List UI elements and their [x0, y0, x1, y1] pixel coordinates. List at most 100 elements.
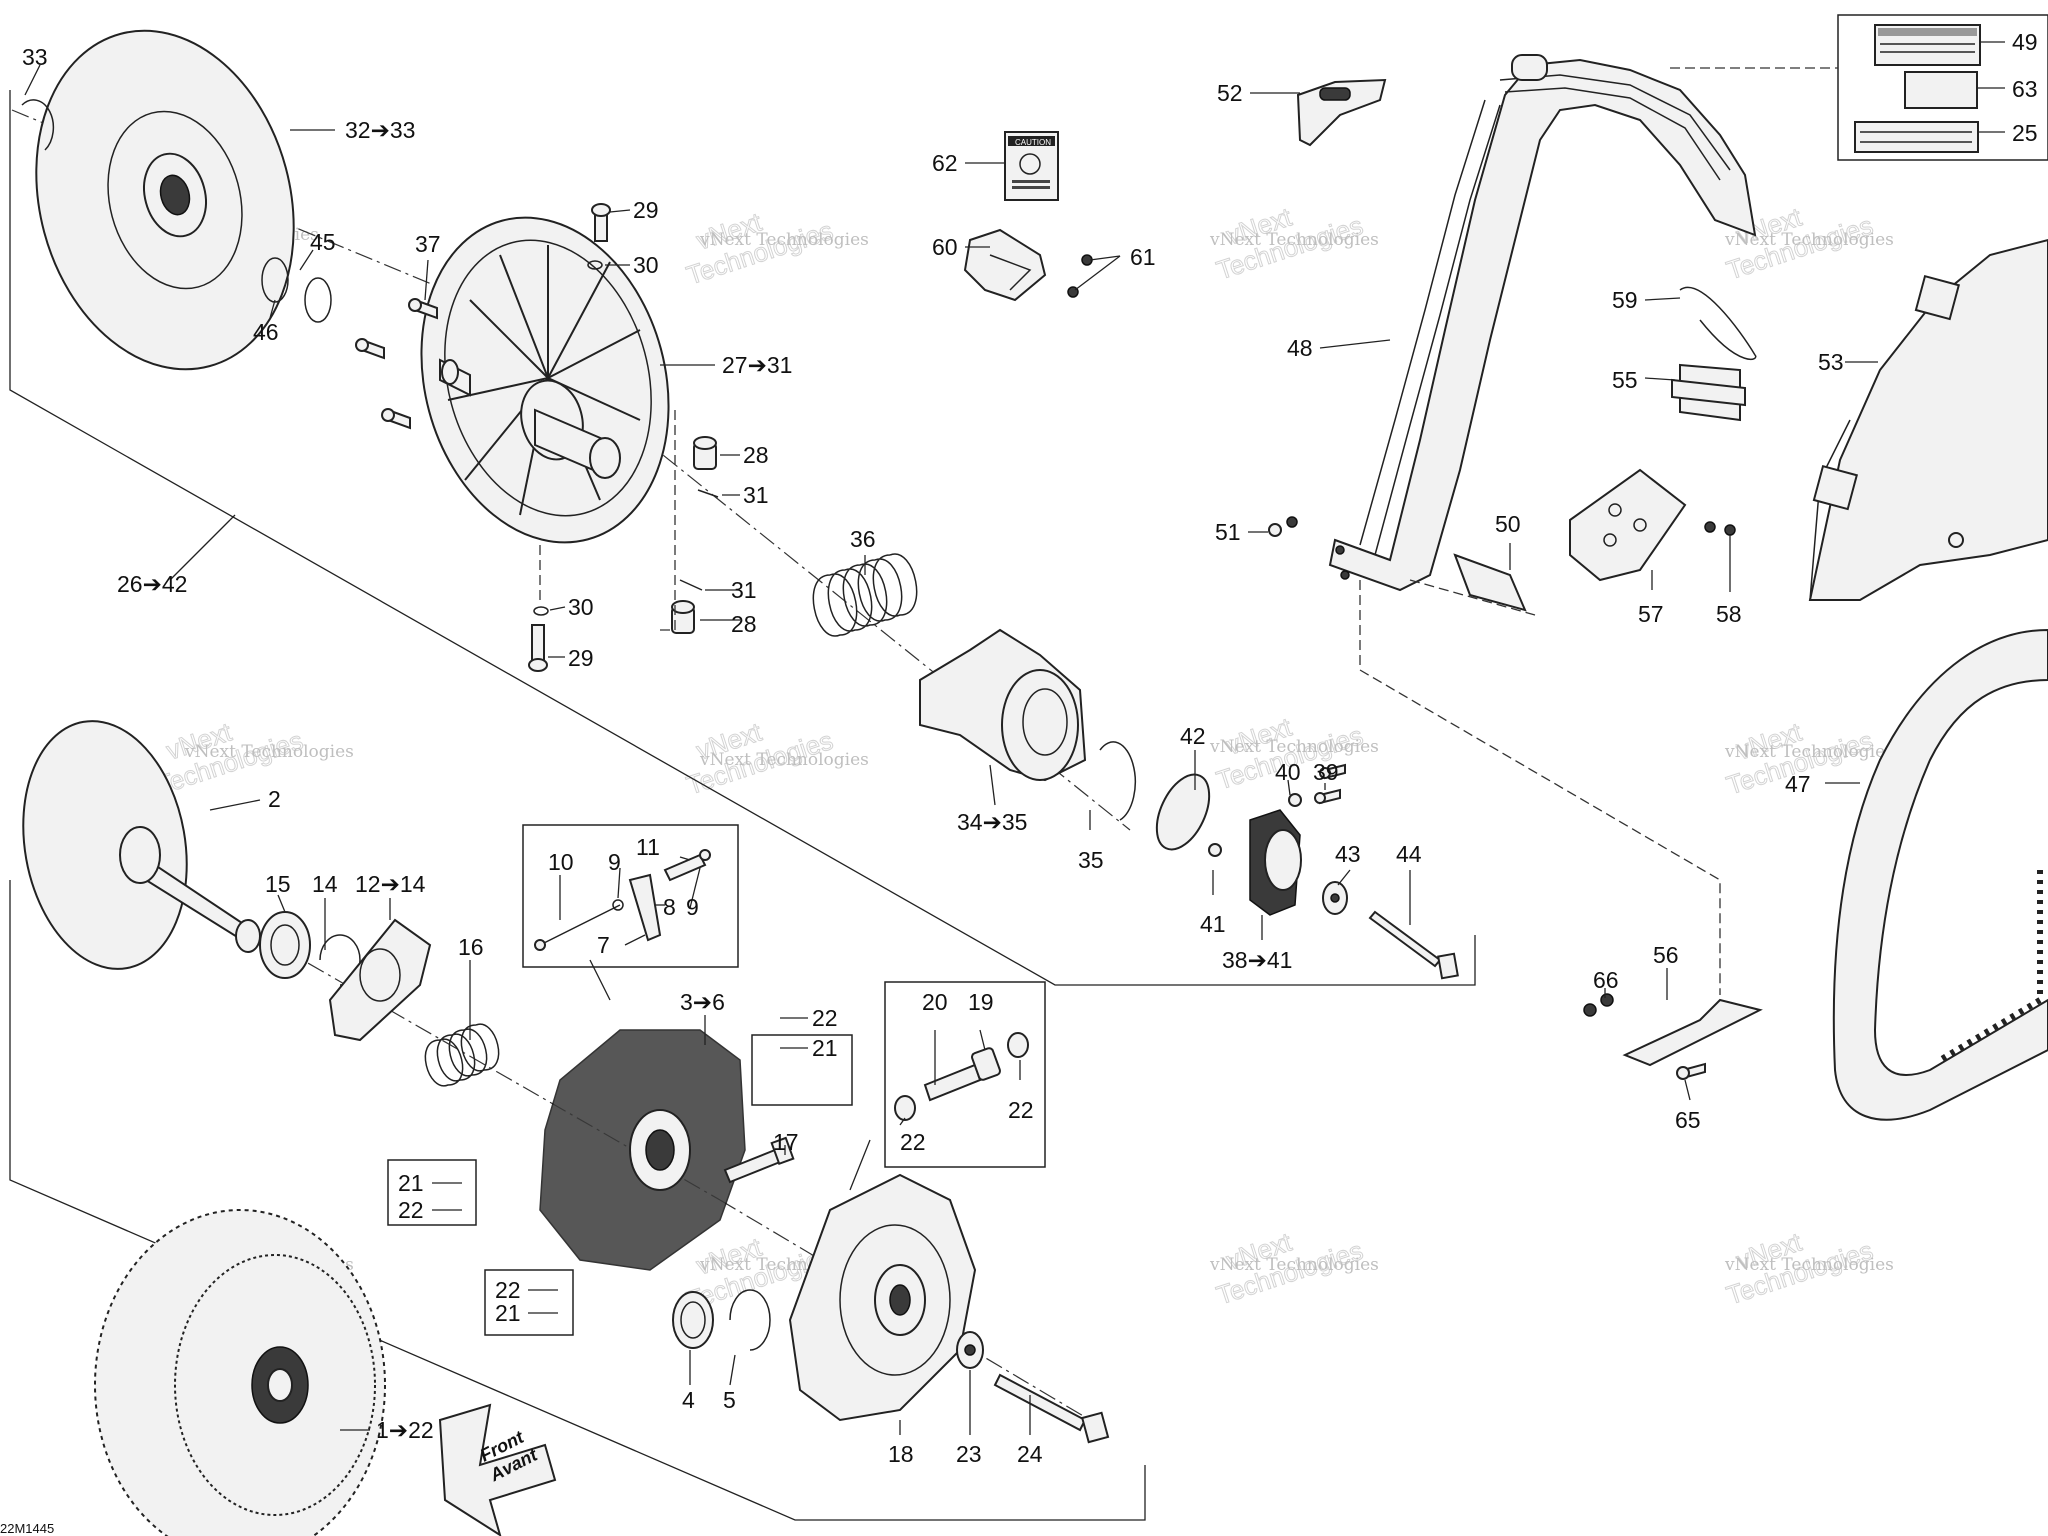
sub-box-21-22-right	[751, 1034, 853, 1106]
callout-26-42: 26➔42	[117, 571, 187, 597]
callout-12-14: 12➔14	[355, 871, 426, 897]
washer-42	[1155, 773, 1211, 851]
bolt-44	[1368, 910, 1459, 980]
callout-42: 42	[1180, 723, 1206, 749]
callout-66: 66	[1593, 967, 1619, 993]
callout-61: 61	[1130, 244, 1156, 270]
hardware-51	[1268, 516, 1350, 580]
decal-62: CAUTION	[1004, 131, 1059, 201]
drive-sheave-fixed-2	[22, 720, 261, 970]
sheave-18	[788, 1173, 977, 1422]
screw-29-bottom	[528, 606, 549, 672]
callout-20: 20	[922, 989, 948, 1015]
callout-60: 60	[932, 234, 958, 260]
callout-11: 11	[636, 834, 660, 860]
callout-50: 50	[1495, 511, 1521, 537]
spider-12	[328, 918, 432, 1042]
callout-19: 19	[968, 989, 994, 1015]
callout-45: 45	[310, 229, 336, 255]
callout-32-33: 32➔33	[345, 117, 415, 143]
callout-33: 33	[22, 44, 48, 70]
front-direction-arrow: Front Avant	[438, 1403, 557, 1536]
callout-39: 39	[1313, 759, 1339, 785]
leader-lines	[24, 41, 2005, 1435]
pin-assembly-7-11	[534, 849, 711, 951]
cam-34	[919, 628, 1087, 782]
callout-27-31: 27➔31	[722, 352, 792, 378]
callout-46: 46	[253, 319, 279, 345]
watermark: vNext Technologies	[1724, 1255, 1894, 1275]
callout-29-bottom: 29	[568, 645, 594, 671]
drive-pulley-assembly-1	[94, 1209, 386, 1536]
callout-57: 57	[1638, 601, 1664, 627]
watermark: vNext Technologies	[1209, 737, 1379, 757]
callout-55: 55	[1612, 367, 1638, 393]
hinge-55	[1671, 363, 1746, 422]
bushing-4	[672, 1291, 714, 1349]
bracket-60	[963, 228, 1093, 302]
clip-59	[1679, 286, 1757, 360]
callout-8: 8	[663, 894, 676, 920]
callout-30-bottom: 30	[568, 594, 594, 620]
callout-35: 35	[1078, 847, 1104, 873]
washer-43	[1322, 881, 1348, 915]
callout-22-box-left: 22	[900, 1129, 926, 1155]
callout-56: 56	[1653, 942, 1679, 968]
callout-21-center: 21	[495, 1300, 521, 1326]
sub-box-21-22-center	[484, 1269, 574, 1336]
callout-10: 10	[548, 849, 574, 875]
washer-23	[956, 1331, 984, 1369]
callout-30-top: 30	[633, 252, 659, 278]
drive-belt-47	[1832, 628, 2048, 1121]
callout-37: 37	[415, 231, 441, 257]
callout-16: 16	[458, 934, 484, 960]
callout-52: 52	[1217, 80, 1243, 106]
callout-5: 5	[723, 1387, 736, 1413]
callout-22-box-right: 22	[1008, 1097, 1034, 1123]
illustration-code: 22M1445	[0, 1521, 54, 1536]
callout-24: 24	[1017, 1441, 1043, 1467]
callout-4: 4	[682, 1387, 695, 1413]
callout-40: 40	[1275, 759, 1301, 785]
rollers-28	[671, 436, 719, 634]
sub-box-21-22-left	[387, 1159, 477, 1226]
sub-box-7-11	[522, 824, 739, 968]
callout-31-bottom: 31	[731, 577, 757, 603]
callout-31-top: 31	[743, 482, 769, 508]
watermark: vNext Technologies	[1724, 230, 1894, 250]
callout-47: 47	[1785, 771, 1811, 797]
belt-guard-48	[1328, 54, 1757, 592]
sub-box-19-22	[884, 981, 1046, 1168]
watermark: vNext Technologies	[184, 742, 354, 762]
watermark: vNext Technologies	[699, 750, 869, 770]
callout-59: 59	[1612, 287, 1638, 313]
ring-5	[729, 1289, 771, 1351]
screw-29-top	[587, 203, 611, 270]
cover-3	[539, 1029, 746, 1271]
callout-48: 48	[1287, 335, 1313, 361]
watermark: vNext Technologies	[1209, 1255, 1379, 1275]
callout-51: 51	[1215, 519, 1241, 545]
retaining-ring-33	[21, 99, 55, 151]
callout-44: 44	[1396, 841, 1422, 867]
callout-23: 23	[956, 1441, 982, 1467]
rollers-19-20	[894, 1032, 1029, 1121]
callout-21-right: 21	[812, 1035, 838, 1061]
callout-14: 14	[312, 871, 338, 897]
watermark: vNext Technologies	[1209, 230, 1379, 250]
callout-2: 2	[268, 786, 281, 812]
callout-3-6: 3➔6	[680, 989, 725, 1015]
callout-25: 25	[2012, 120, 2038, 146]
callout-63: 63	[2012, 76, 2038, 102]
bolt-17	[723, 1136, 795, 1184]
callout-1-22: 1➔22	[376, 1417, 434, 1443]
watermark: vNext Technologies	[699, 230, 869, 250]
callout-41: 41	[1200, 911, 1226, 937]
pins-37	[355, 298, 438, 430]
bearing-15	[259, 911, 311, 979]
callout-62: 62	[932, 150, 958, 176]
callout-21-left: 21	[398, 1170, 424, 1196]
plate-50	[1409, 553, 1536, 616]
bracket-56	[1583, 993, 1763, 1080]
